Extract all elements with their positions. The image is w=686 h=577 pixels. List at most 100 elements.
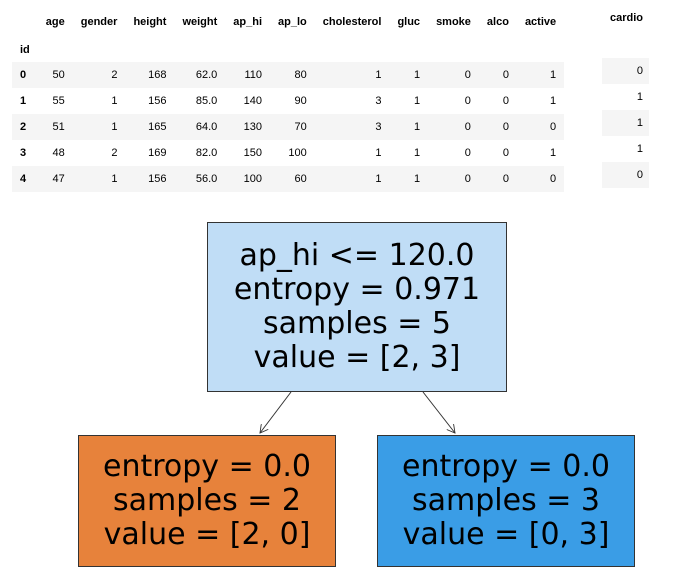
row-index: 3 <box>20 147 27 159</box>
row-index: 0 <box>12 62 38 88</box>
table-cell: 0 <box>502 147 509 159</box>
table-cell: 110 <box>225 62 271 88</box>
table-cell: 2 <box>72 62 126 88</box>
table-row: 2 51 1 165 64.0 130 70 3 1 0 0 0 <box>12 114 565 140</box>
table-cell: 82.0 <box>195 147 218 159</box>
table-cell: 0 <box>478 114 517 140</box>
node-value: value = [2, 0] <box>103 517 311 552</box>
table-cell: 1 <box>111 95 118 107</box>
table-row: 3 48 2 169 82.0 150 100 1 1 0 0 1 <box>12 140 564 166</box>
table-cell: 3 <box>375 95 382 107</box>
table-cell: 1 <box>602 110 650 136</box>
index-name-row: id <box>12 38 564 62</box>
row-index: 4 <box>12 166 38 192</box>
table-cell: 48 <box>52 147 65 159</box>
table-cell: 0 <box>428 166 479 192</box>
table-cell: 0 <box>516 166 565 192</box>
row-index: 2 <box>12 114 38 140</box>
table-cell: 50 <box>37 62 73 88</box>
table-cell: 0 <box>602 58 650 84</box>
table-cell: 47 <box>37 166 73 192</box>
table-cell: 2 <box>111 147 118 159</box>
table-cell: 156 <box>125 166 175 192</box>
table-cell: 80 <box>270 62 315 88</box>
column-header: smoke <box>436 16 471 28</box>
table-row: 1 <box>602 136 649 162</box>
column-header: cholesterol <box>322 16 382 28</box>
table-cell: 85.0 <box>195 95 218 107</box>
column-header: gluc <box>397 16 421 28</box>
table-cell: 1 <box>314 166 390 192</box>
features-dataframe-table: age gender height weight ap_hi ap_lo cho… <box>12 12 565 192</box>
table-cell: 168 <box>125 62 175 88</box>
table-cell: 1 <box>636 143 644 155</box>
table-cell: 1 <box>636 91 644 103</box>
table-cell: 51 <box>37 114 73 140</box>
table-cell: 1 <box>314 62 390 88</box>
table-cell: 70 <box>270 114 315 140</box>
node-value: value = [2, 3] <box>253 340 461 375</box>
node-entropy: entropy = 0.0 <box>402 449 610 484</box>
tree-node-left-leaf: entropy = 0.0 samples = 2 value = [2, 0] <box>78 435 336 567</box>
table-header-row: age gender height weight ap_hi ap_lo cho… <box>12 12 564 38</box>
node-entropy: entropy = 0.971 <box>233 272 481 307</box>
column-header: age <box>45 16 65 28</box>
table-cell: 0 <box>602 162 650 188</box>
table-cell: 169 <box>148 147 167 159</box>
table-cell: 0 <box>502 95 509 107</box>
table-cell: 1 <box>389 62 429 88</box>
table-cell: 1 <box>375 147 382 159</box>
column-header: cardio <box>610 12 644 24</box>
table-cell: 1 <box>72 114 126 140</box>
index-name-label: id <box>20 44 30 56</box>
table-cell: 100 <box>225 166 271 192</box>
table-cell: 1 <box>550 147 557 159</box>
column-header: ap_hi <box>233 16 263 28</box>
table-cell: 62.0 <box>174 62 226 88</box>
table-row: 0 <box>602 162 650 188</box>
table-cell: 1 <box>516 62 565 88</box>
table-cell: 130 <box>225 114 271 140</box>
node-samples: samples = 5 <box>263 306 451 341</box>
table-cell: 140 <box>243 95 263 107</box>
tree-edge-left <box>260 391 292 433</box>
table-cell: 0 <box>464 95 471 107</box>
table-row: 0 50 2 168 62.0 110 80 1 1 0 0 1 <box>12 62 565 88</box>
table-cell: 64.0 <box>174 114 226 140</box>
table-cell: 56.0 <box>174 166 226 192</box>
node-split-condition: ap_hi <= 120.0 <box>239 238 475 273</box>
table-cell: 0 <box>516 114 565 140</box>
table-cell: 0 <box>478 62 517 88</box>
node-value: value = [0, 3] <box>402 517 610 552</box>
table-row: 1 <box>602 84 649 110</box>
table-cell: 165 <box>125 114 175 140</box>
table-cell: 55 <box>52 95 65 107</box>
table-cell: 150 <box>243 147 263 159</box>
column-header: ap_lo <box>278 16 307 28</box>
table-cell: 1 <box>72 166 126 192</box>
table-cell: 1 <box>413 147 421 159</box>
table-row: 1 55 1 156 85.0 140 90 3 1 0 0 1 <box>12 88 564 114</box>
table-row: 1 <box>602 110 650 136</box>
tree-node-right-leaf: entropy = 0.0 samples = 3 value = [0, 3] <box>377 435 635 567</box>
table-header-row: cardio <box>602 12 649 34</box>
table-cell: 0 <box>428 62 479 88</box>
index-name-row <box>602 34 649 58</box>
row-index: 1 <box>20 95 27 107</box>
column-header: active <box>524 16 557 28</box>
node-samples: samples = 2 <box>113 483 301 518</box>
index-header-corner <box>12 12 38 38</box>
target-dataframe-table: cardio 0 1 1 1 0 <box>602 12 650 188</box>
table-row: 0 <box>602 58 650 84</box>
column-header: weight <box>182 16 218 28</box>
table-row: 4 47 1 156 56.0 100 60 1 1 0 0 0 <box>12 166 565 192</box>
table-cell: 100 <box>288 147 307 159</box>
tree-edge-right <box>422 391 455 433</box>
node-entropy: entropy = 0.0 <box>103 449 311 484</box>
table-cell: 1 <box>550 95 557 107</box>
table-cell: 60 <box>270 166 315 192</box>
table-cell: 3 <box>314 114 390 140</box>
table-cell: 156 <box>148 95 167 107</box>
table-cell: 1 <box>413 95 421 107</box>
column-header: alco <box>486 16 509 28</box>
